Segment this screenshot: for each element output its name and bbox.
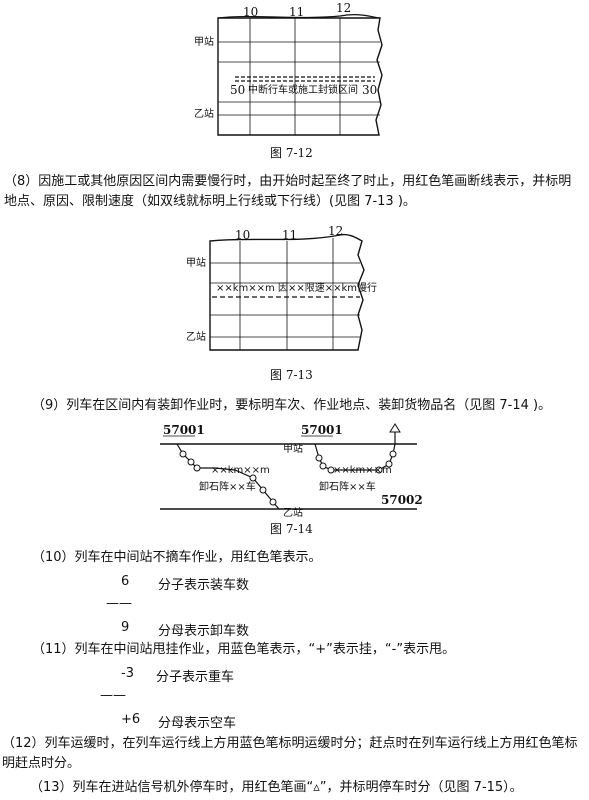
fig12-station-b: 乙站: [194, 107, 214, 120]
fig14-loc-right: ××km××m: [333, 465, 392, 476]
fig12-col-12: 12: [336, 1, 351, 15]
fig14-loc-left: ××km××m: [211, 465, 270, 476]
fig14-station-b: 乙站: [283, 506, 303, 518]
paragraph-13: （13）列车在进站信号机外停车时，用红色笔画“▵”，并标明停车时分（见图 7-1…: [30, 780, 523, 795]
paragraph-10: （10）列车在中间站不摘车作业，用红色笔表示。: [32, 550, 322, 565]
figure-7-12-caption: 图 7-12: [270, 146, 313, 160]
fig12-center-text: 中断行车或施工封锁区间: [248, 83, 358, 96]
fig14-cargo-right: 卸石阵××车: [319, 480, 376, 493]
fig12-col-10: 10: [243, 5, 258, 19]
figure-7-12: 10 11 12 甲站 乙站 50 中断行车或施工封锁区间 30: [194, 1, 383, 136]
figure-7-14-caption: 图 7-14: [270, 522, 313, 536]
fig14-train-right: 57002: [381, 493, 423, 507]
frac10-num: 6: [121, 574, 130, 589]
fig12-right-num: 30: [362, 83, 377, 97]
frac11-bar: ——: [100, 688, 126, 703]
frac10-num-desc: 分子表示装车数: [158, 578, 250, 593]
frac10-den: 9: [121, 620, 130, 635]
frac10-den-desc: 分母表示卸车数: [158, 624, 250, 639]
frac11-den-desc: 分母表示空车: [158, 716, 237, 731]
frac11-den: +6: [121, 712, 141, 727]
frac11-num: -3: [121, 666, 134, 681]
fig12-col-11: 11: [289, 5, 304, 19]
paragraph-12: （12）列车运缓时，在列车运行线上方用蓝色笔标明运缓时分；赶点时在列车运行线上方…: [2, 736, 578, 771]
paragraph-11: （11）列车在中间站甩挂作业，用蓝色笔表示，“+”表示挂，“-”表示甩。: [32, 642, 456, 657]
fig13-station-a: 甲站: [186, 256, 206, 269]
fig12-left-num: 50: [230, 83, 245, 97]
figure-7-14: 57001 57001 甲站 乙站 57002 ××km××m 卸石阵××车 ×…: [160, 423, 423, 518]
frac11-num-desc: 分子表示重车: [156, 670, 235, 685]
figure-7-13: 10 11 12 甲站 乙站 ××km××m 因××限速××km慢行: [186, 225, 377, 351]
frac10-bar: ——: [106, 596, 132, 611]
fig13-station-b: 乙站: [186, 330, 206, 343]
fig13-col-11: 11: [282, 228, 297, 242]
fig14-train-mid: 57001: [301, 423, 343, 437]
fig13-col-10: 10: [235, 228, 250, 242]
paragraph-9: （9）列车在区间内有装卸作业时，要标明车次、作业地点、装卸货物品名（见图 7-1…: [32, 398, 552, 413]
fig14-cargo-left: 卸石阵××车: [199, 480, 256, 493]
fig13-text: ××km××m 因××限速××km慢行: [216, 281, 377, 294]
figure-7-13-caption: 图 7-13: [270, 368, 313, 382]
fig12-station-a: 甲站: [194, 35, 214, 48]
fig14-train-left: 57001: [163, 423, 205, 437]
fig14-station-a: 甲站: [283, 442, 303, 455]
fig13-col-12: 12: [328, 225, 343, 238]
paragraph-8: （8）因施工或其他原因区间内需要慢行时，由开始时起至终了时止，用红色笔画断线表示…: [4, 174, 572, 209]
